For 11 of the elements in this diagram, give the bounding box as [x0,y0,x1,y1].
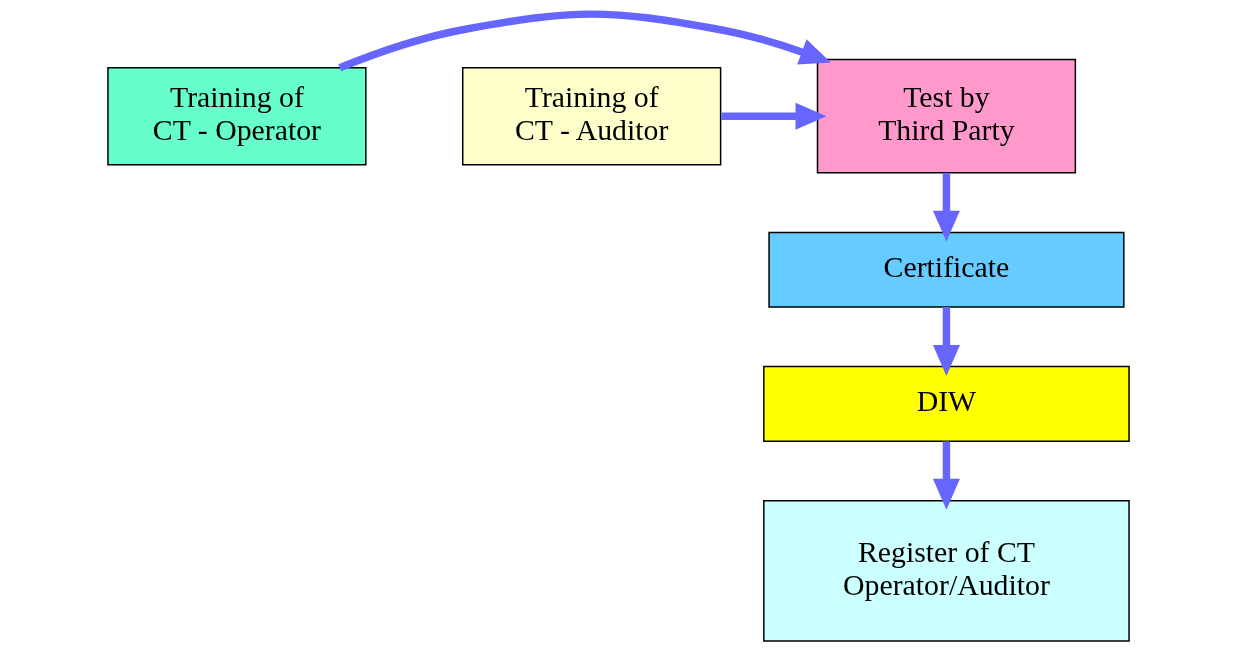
node-box: Test by Third Party [816,58,1076,174]
arrow [337,10,831,72]
arrow [932,441,960,510]
node-box: DIW [762,365,1130,442]
node-box: Training of CT - Operator [106,67,367,166]
node-box: Certificate [767,231,1125,308]
arrow [720,102,826,130]
node-box: Training of CT - Auditor [461,67,721,166]
arrow [932,172,960,242]
arrow [932,307,960,376]
node-box: Register of CT Operator/Auditor [762,500,1130,642]
